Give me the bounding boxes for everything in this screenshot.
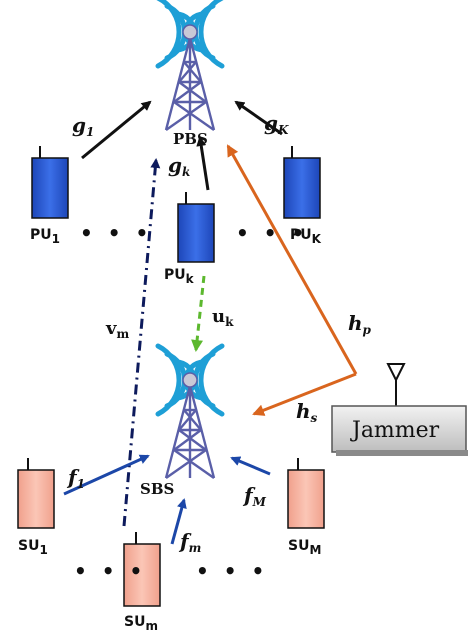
pu-ellipsis-right: • • • — [236, 221, 308, 245]
fM-label: fM — [242, 483, 267, 509]
antenna-icon — [386, 363, 406, 406]
pu-1-phone-icon — [31, 146, 69, 219]
f1-arrow — [63, 454, 150, 496]
gk-label: gk — [168, 153, 190, 179]
hs-arrow — [252, 372, 357, 416]
pu-k-phone-icon — [177, 192, 215, 263]
pu-1-label: PU1 — [30, 227, 60, 246]
su-ellipsis-right: • • • — [196, 559, 268, 583]
vm-arrow — [122, 158, 161, 527]
fM-arrow — [230, 456, 271, 476]
su-1-phone-icon — [17, 458, 55, 529]
su-M-phone-icon — [287, 458, 325, 529]
fm-label: fm — [178, 529, 201, 555]
su-M-label: SUM — [288, 538, 321, 557]
pbs-tower-icon — [158, 0, 222, 130]
pu-ellipsis-left: • • • — [80, 221, 152, 245]
su-m-label: SUm — [124, 614, 158, 633]
jammer-label: Jammer — [350, 418, 440, 443]
sbs-label: SBS — [140, 480, 174, 498]
pu-k-label: PUk — [164, 267, 195, 286]
hs-label: hs — [296, 399, 318, 425]
sbs-tower-icon — [158, 346, 222, 478]
su-ellipsis-left: • • • — [74, 559, 146, 583]
g1-label: g1 — [72, 113, 94, 139]
su-1-label: SU1 — [18, 538, 48, 557]
gK-label: gK — [264, 111, 289, 137]
hp-arrow — [226, 144, 358, 375]
g1-arrow — [81, 100, 152, 160]
uk-label: uk — [212, 306, 234, 329]
su-m-phone-icon — [123, 532, 161, 607]
jammer-device: Jammer — [331, 363, 468, 456]
vm-label: vm — [105, 318, 129, 341]
hp-label: hp — [348, 311, 372, 337]
gK-arrow — [234, 100, 283, 136]
uk-arrow — [191, 275, 206, 352]
pu-K-label: PUK — [290, 227, 322, 246]
gk-arrow — [196, 136, 210, 191]
f1-label: f1 — [66, 465, 85, 491]
pu-K-phone-icon — [283, 146, 321, 219]
fm-arrow — [170, 498, 187, 545]
